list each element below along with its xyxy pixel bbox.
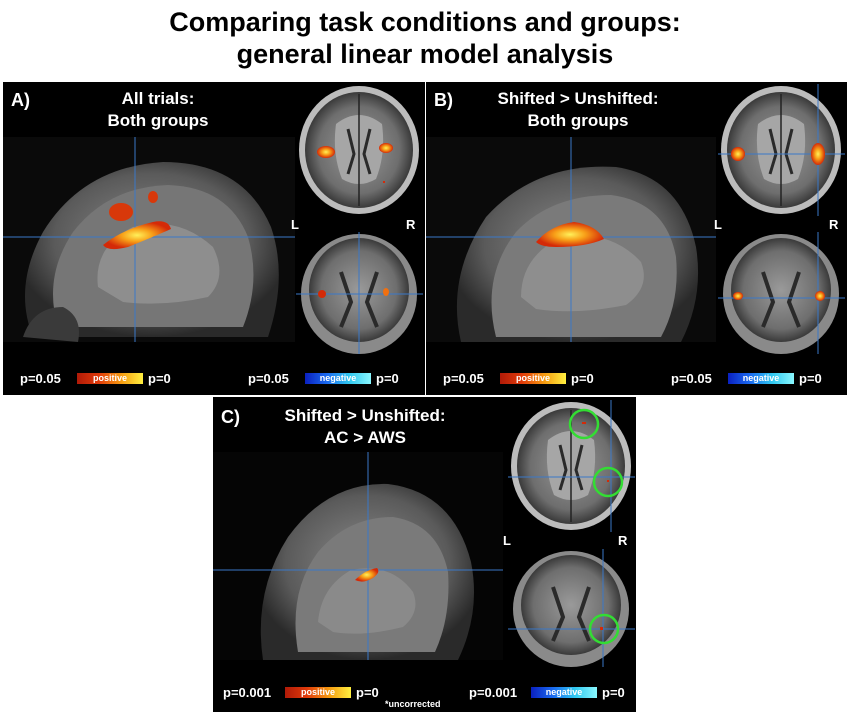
panel-a-right-label: R [406, 217, 416, 232]
panel-c-left-label: L [503, 533, 511, 548]
panel-a-letter: A) [11, 90, 30, 110]
panel-a-pos-colorbar: positive [77, 373, 143, 384]
panel-b-sagittal-image [426, 137, 716, 342]
panel-b-letter: B) [434, 90, 453, 110]
panel-c-letter: C) [221, 407, 240, 427]
panel-a-caption-line2: Both groups [107, 111, 209, 130]
panel-b-left-label: L [714, 217, 722, 232]
panel-c-neg-high: p=0 [602, 685, 625, 700]
panel-b-neg-low: p=0.05 [671, 371, 712, 386]
panel-a-coronal-image [296, 232, 423, 354]
figure-title: Comparing task conditions and groups: ge… [0, 6, 850, 70]
panel-a-pos-high: p=0 [148, 371, 171, 386]
panel-b-neg-colorbar: negative [728, 373, 794, 384]
panel-b-coronal-image [718, 232, 845, 354]
panel-c-pos-colorbar: positive [285, 687, 351, 698]
panel-c-caption-line1: Shifted > Unshifted: [284, 406, 446, 425]
panel-c-footnote: *uncorrected [385, 699, 441, 709]
panel-c: C) Shifted > Unshifted: AC > AWS L R p=0… [213, 397, 636, 712]
panel-b: B) Shifted > Unshifted: Both groups L R … [426, 82, 847, 395]
panel-a: A) All trials: Both groups L R p=0.05 po… [3, 82, 425, 395]
panel-c-axial-image [508, 400, 635, 532]
panel-a-axial-image [299, 86, 419, 214]
panel-b-pos-low: p=0.05 [443, 371, 484, 386]
panel-b-pos-colorbar: positive [500, 373, 566, 384]
panel-b-axial-image [718, 84, 845, 216]
panel-c-coronal-highlight [588, 613, 620, 645]
panel-b-caption: Shifted > Unshifted: Both groups [478, 88, 678, 132]
panel-a-neg-low: p=0.05 [248, 371, 289, 386]
panel-c-axial-highlight-right [592, 466, 624, 498]
panel-a-left-label: L [291, 217, 299, 232]
panel-c-pos-low: p=0.001 [223, 685, 272, 700]
panel-c-neg-low: p=0.001 [469, 685, 518, 700]
panel-c-axial-highlight-top [568, 408, 600, 440]
panel-a-neg-high: p=0 [376, 371, 399, 386]
panel-c-pos-high: p=0 [356, 685, 379, 700]
panel-a-sagittal-image [3, 137, 295, 342]
panel-c-caption: Shifted > Unshifted: AC > AWS [265, 405, 465, 449]
figure-title-line1: Comparing task conditions and groups: [169, 7, 681, 37]
panel-b-right-label: R [829, 217, 839, 232]
panel-c-caption-line2: AC > AWS [323, 428, 407, 447]
panel-b-neg-high: p=0 [799, 371, 822, 386]
panel-b-caption-line1: Shifted > Unshifted: [497, 89, 659, 108]
panel-c-sagittal-image [213, 452, 503, 660]
panel-c-right-label: R [618, 533, 628, 548]
figure-title-line2: general linear model analysis [236, 39, 614, 69]
panel-b-caption-line2: Both groups [527, 111, 629, 130]
panel-b-pos-high: p=0 [571, 371, 594, 386]
panel-c-coronal-image [508, 549, 635, 667]
panel-a-caption-line1: All trials: [121, 89, 195, 108]
panel-c-neg-colorbar: negative [531, 687, 597, 698]
panel-a-neg-colorbar: negative [305, 373, 371, 384]
panel-a-pos-low: p=0.05 [20, 371, 61, 386]
panel-a-caption: All trials: Both groups [83, 88, 233, 132]
